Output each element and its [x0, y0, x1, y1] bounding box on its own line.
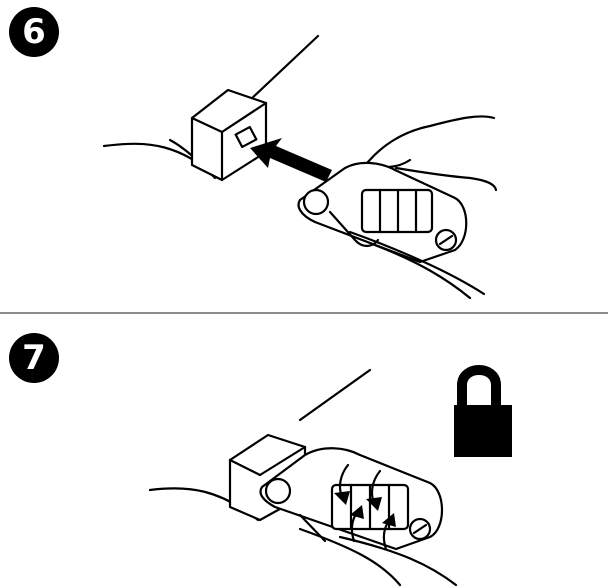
- security-slot: [190, 88, 268, 182]
- cable: [298, 513, 458, 587]
- step-7-badge: 7: [9, 333, 59, 383]
- panel-divider: [0, 312, 608, 314]
- step-6-panel: 6: [9, 7, 498, 300]
- insert-arrow-icon: [250, 138, 332, 182]
- step-7-illustration: [148, 365, 512, 587]
- scramble-arrows-icon: [334, 463, 396, 551]
- step-6-badge: 6: [9, 7, 59, 57]
- padlock-locked-icon: [454, 365, 512, 457]
- combination-lock: [297, 161, 468, 264]
- step-7-panel: 7: [0, 315, 608, 587]
- step-6-illustration: [102, 34, 498, 300]
- cable: [348, 230, 486, 300]
